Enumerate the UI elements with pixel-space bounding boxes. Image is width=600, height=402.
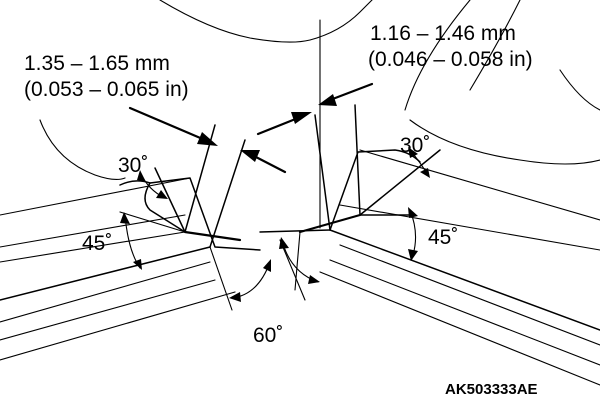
left-width-dimension xyxy=(128,106,287,174)
right-width-in-label: (0.046 – 0.058 in) xyxy=(368,48,533,71)
casting-outline xyxy=(39,0,600,181)
figure-code-label: AK503333AE xyxy=(445,381,538,398)
angle-arcs xyxy=(120,147,430,302)
right-valve xyxy=(259,149,600,386)
left-30-degree-label: 30˚ xyxy=(118,154,148,177)
right-seat-cuts xyxy=(279,19,441,301)
right-45-degree-label: 45˚ xyxy=(428,226,458,249)
left-width-in-label: (0.053 – 0.065 in) xyxy=(24,78,189,101)
right-width-dimension xyxy=(256,82,374,136)
left-45-degree-label: 45˚ xyxy=(82,232,112,255)
bottom-60-degree-label: 60˚ xyxy=(253,324,283,347)
left-width-mm-label: 1.35 – 1.65 mm xyxy=(24,52,170,75)
right-width-mm-label: 1.16 – 1.46 mm xyxy=(370,22,516,45)
right-30-degree-label: 30˚ xyxy=(400,134,430,157)
left-valve xyxy=(0,177,261,361)
